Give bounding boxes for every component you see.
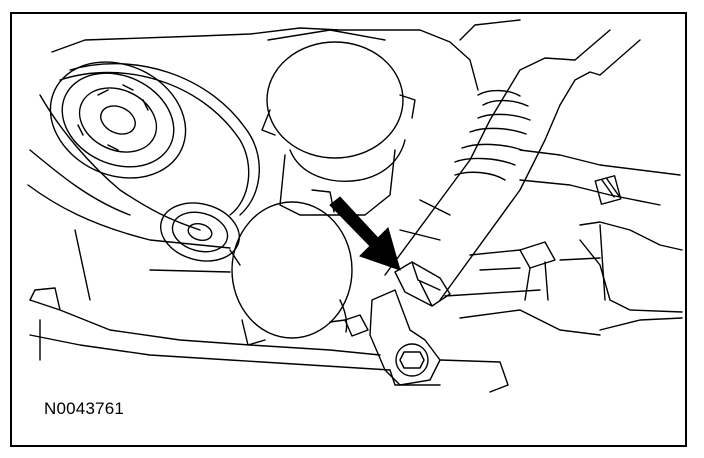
mounting-bracket — [329, 289, 441, 386]
drive-belt — [59, 71, 250, 216]
idler-pulley — [159, 202, 241, 262]
right-side-hose-assembly — [469, 149, 683, 331]
figure-id-label: N0043761 — [44, 399, 125, 418]
reservoir-cap-upper — [261, 29, 416, 216]
pointer-arrow-icon — [329, 196, 401, 271]
engine-housing-outline — [51, 27, 479, 91]
figure-border — [10, 12, 687, 447]
crankshaft-pulley — [49, 61, 187, 179]
radiator-hose — [384, 29, 641, 301]
hose-clamp — [394, 261, 451, 307]
